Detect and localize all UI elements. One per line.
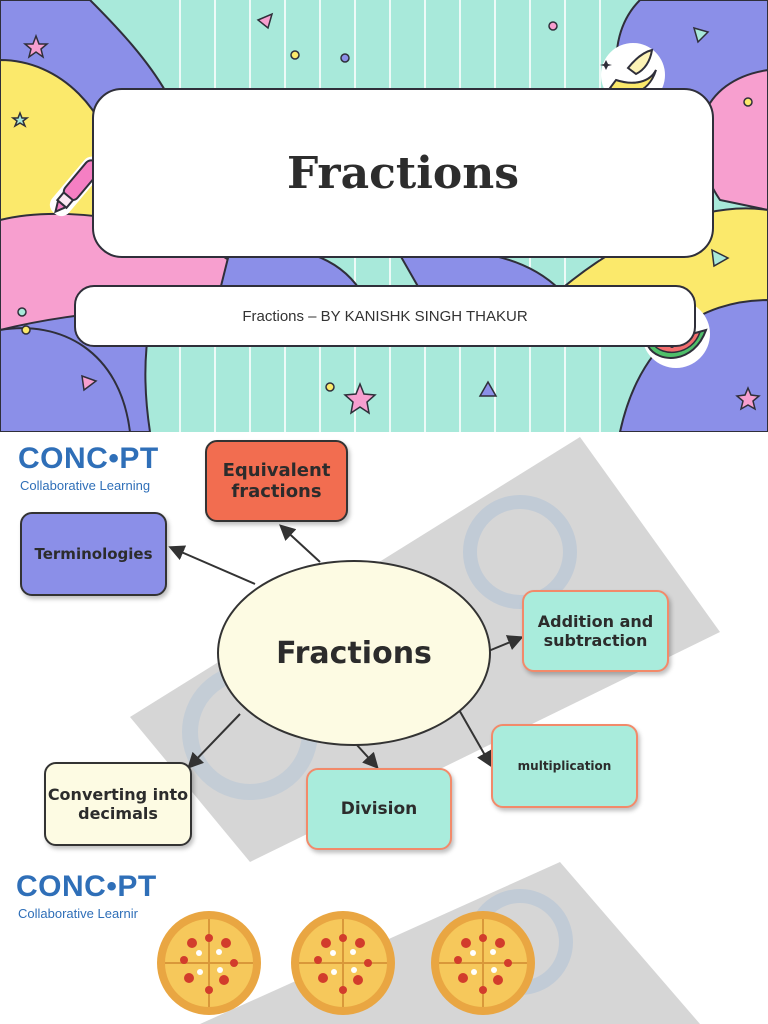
pizza-icon xyxy=(291,911,395,1015)
mindmap-center: Fractions xyxy=(217,560,491,746)
logo-bottom-sub-text: Collaborative Learnir xyxy=(18,906,138,921)
arrow-to-terminologies xyxy=(168,545,256,585)
node-terminologies: Terminologies xyxy=(20,512,167,596)
node-multiplication: multiplication xyxy=(491,724,638,808)
node-addition-subtraction: Addition and subtraction xyxy=(522,590,669,672)
node-division: Division xyxy=(306,768,452,850)
arrow-to-decimals xyxy=(187,713,241,769)
arrow-to-addition xyxy=(485,635,524,653)
node-converting-decimals: Converting into decimals xyxy=(44,762,192,846)
pen-icon xyxy=(49,156,104,217)
arrow-to-division xyxy=(355,743,379,769)
slide-subtitle: Fractions – BY KANISHK SINGH THAKUR xyxy=(242,307,528,325)
pizza-icon xyxy=(431,911,535,1015)
arrow-to-equivalent xyxy=(279,524,321,563)
arrow-to-multiplication xyxy=(457,707,492,768)
concept-logo: CONC•PT Collaborative Learning xyxy=(18,438,188,494)
title-slide: Fractions Fractions – BY KANISHK SINGH T… xyxy=(0,0,768,432)
logo-bottom-main-text: CONC•PT xyxy=(16,870,157,903)
pizza-icon xyxy=(157,911,261,1015)
concept-logo-bottom: CONC•PT Collaborative Learnir xyxy=(16,866,182,926)
title-box: Fractions xyxy=(92,88,714,258)
mindmap-slide: CONC•PT Collaborative Learning Fractions… xyxy=(0,432,768,862)
logo-sub-text: Collaborative Learning xyxy=(20,478,151,493)
logo-main-text: CONC•PT xyxy=(18,442,159,475)
subtitle-box: Fractions – BY KANISHK SINGH THAKUR xyxy=(74,285,696,347)
node-equivalent-fractions: Equivalent fractions xyxy=(205,440,348,522)
connector-arrows xyxy=(168,524,524,769)
pizza-slide: CONC•PT Collaborative Learnir xyxy=(0,862,768,1024)
slide-title: Fractions xyxy=(286,147,520,199)
